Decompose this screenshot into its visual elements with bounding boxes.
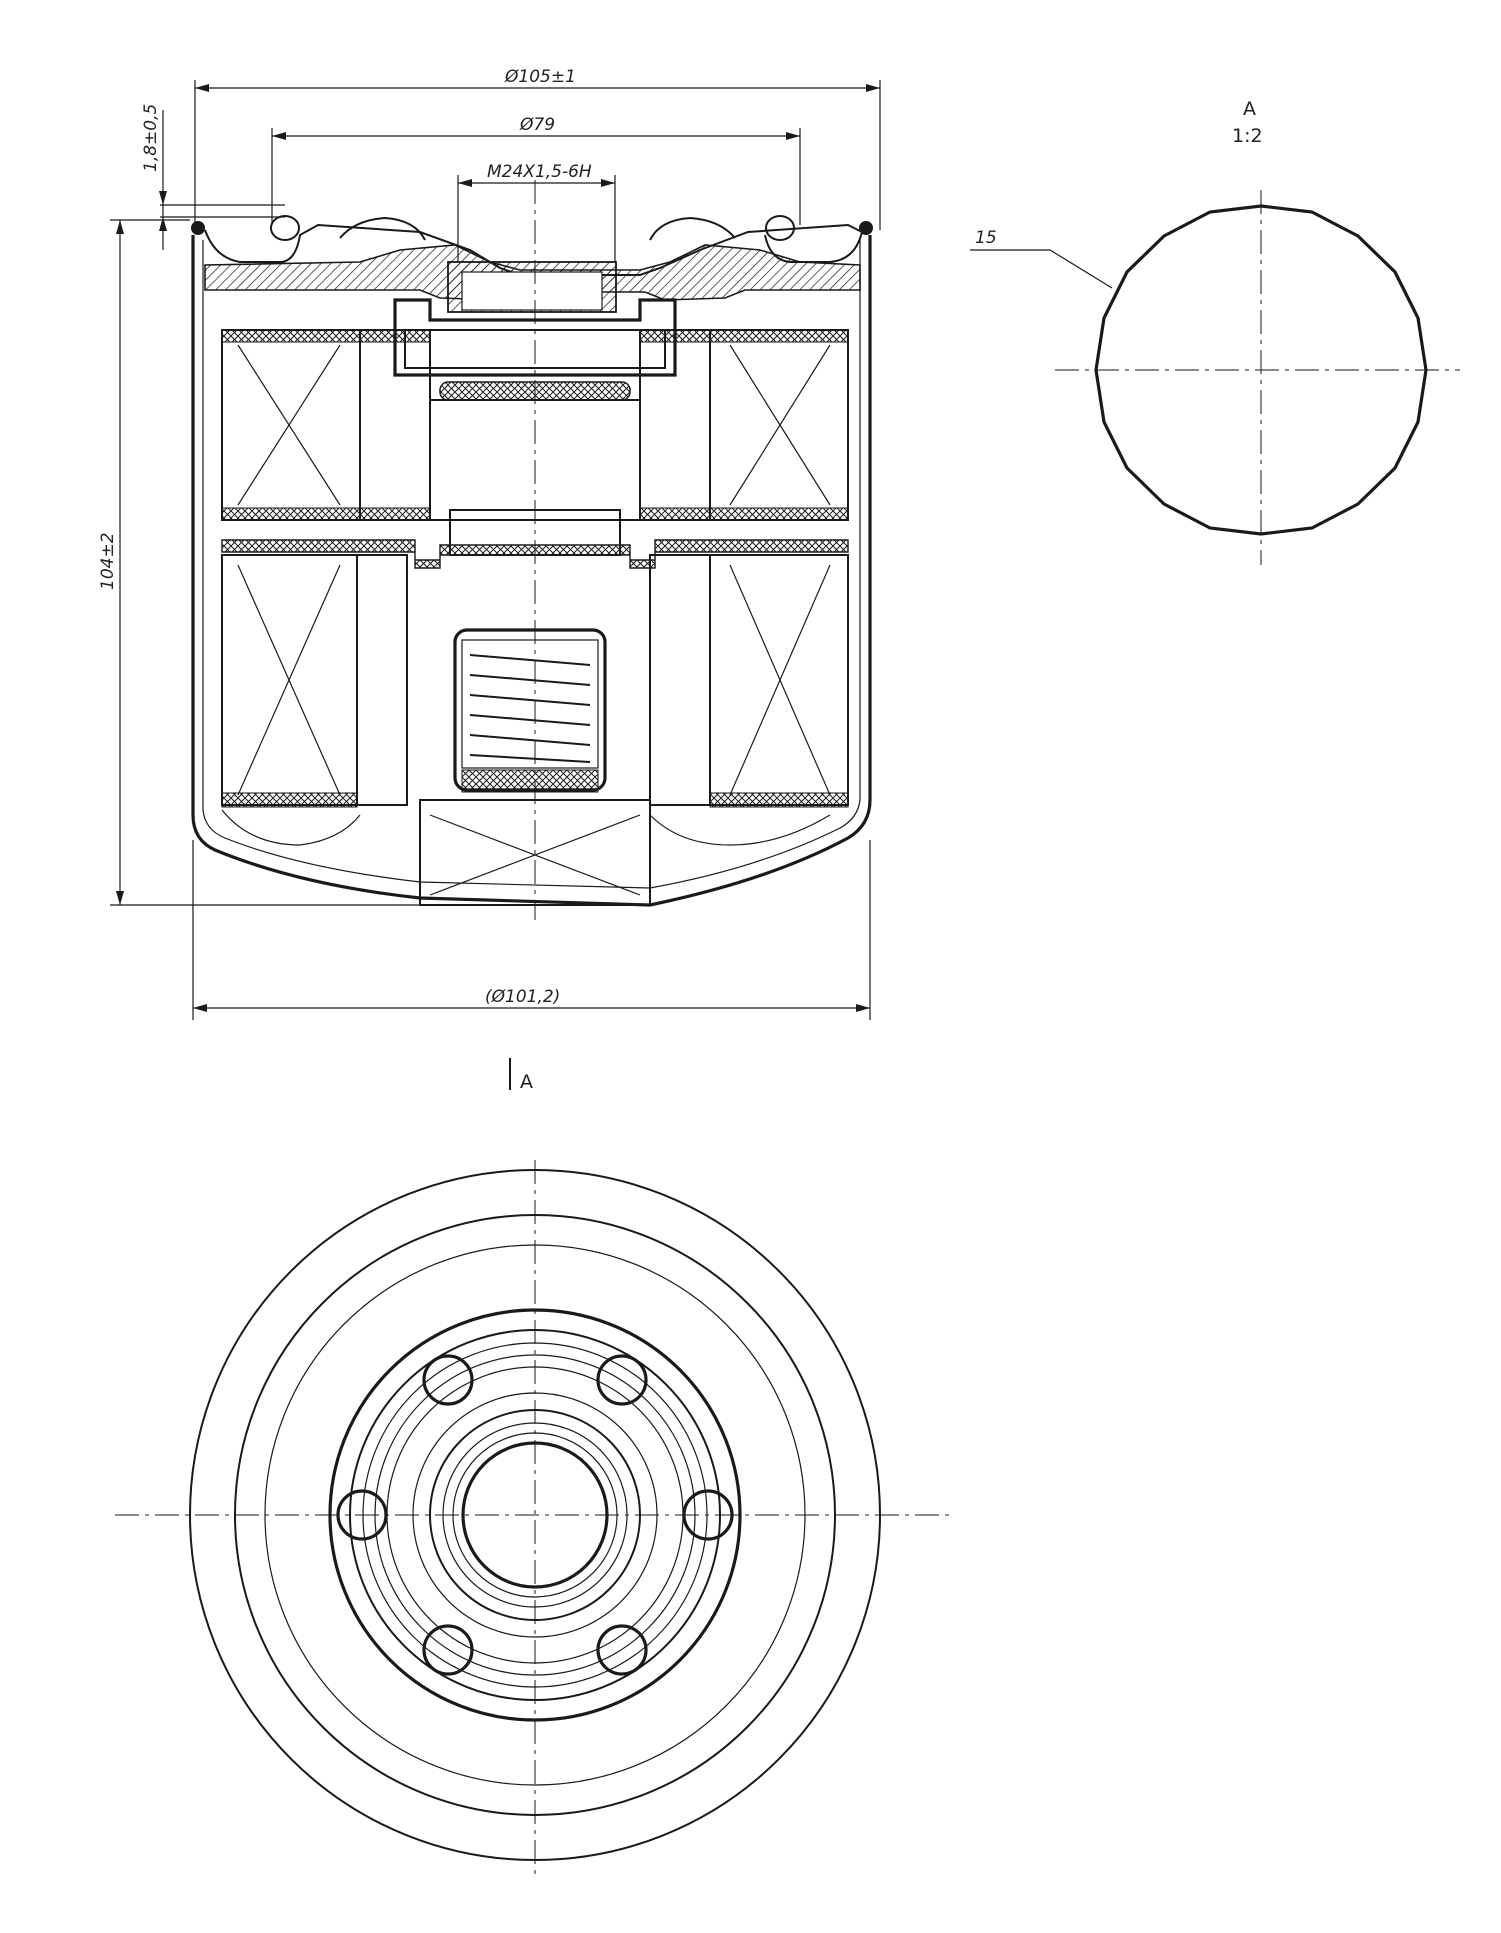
dim-height: 104±2 — [98, 532, 118, 590]
dim-flat-width: 15 — [975, 228, 997, 248]
dim-thread: M24X1,5-6H — [487, 162, 592, 182]
detail-view-scale: 1:2 — [1232, 125, 1263, 147]
bypass-valve — [453, 628, 607, 793]
gasket-left — [270, 215, 300, 241]
inlet-hole — [422, 1624, 474, 1676]
lower-filter-element — [221, 554, 849, 808]
inlet-hole — [422, 1354, 474, 1406]
view-marker-label: A — [520, 1071, 533, 1093]
dim-gasket-height: 1,8±0,5 — [141, 104, 161, 172]
section-view — [191, 180, 873, 920]
dim-overall-diameter: Ø105±1 — [504, 67, 576, 87]
detail-view-a: A 1:2 15 — [970, 98, 1460, 565]
dim-gasket-diameter: Ø79 — [519, 115, 555, 135]
inlet-hole — [596, 1354, 648, 1406]
dimension-lines — [110, 80, 881, 1020]
gasket-right — [765, 215, 795, 241]
top-view — [115, 1160, 950, 1880]
inlet-hole — [596, 1624, 648, 1676]
upper-filter-element — [221, 329, 849, 521]
dim-body-diameter: (Ø101,2) — [485, 987, 560, 1007]
rim-left — [191, 221, 205, 235]
detail-view-title: A — [1243, 98, 1256, 120]
